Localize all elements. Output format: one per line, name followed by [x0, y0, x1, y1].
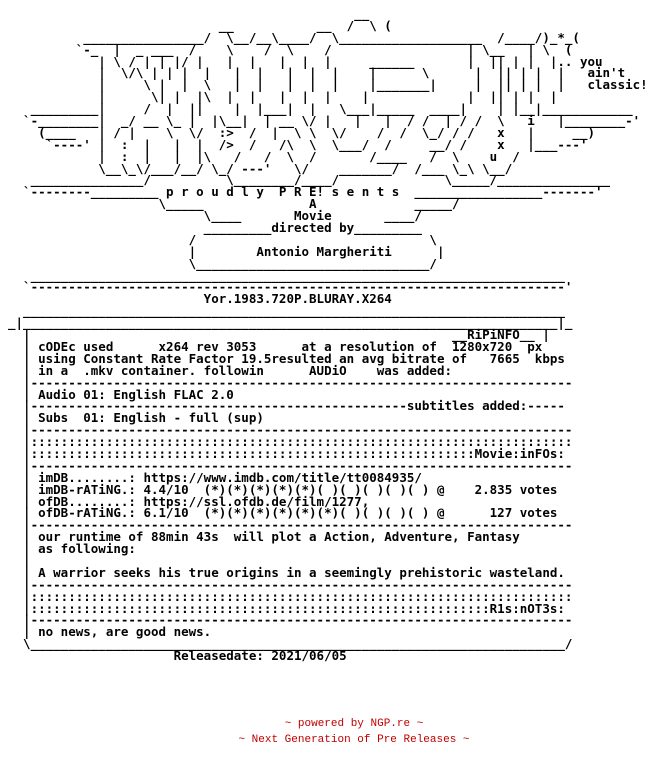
nfo-line: \_____ A _____/ — [8, 196, 460, 212]
nfo-line: |:::::::::::::::::::::::::::::::::::::::… — [8, 600, 565, 616]
nfo-line: |---------------------------------------… — [8, 457, 573, 473]
nfo-line: | imDB-rATiNG.: 4.4/10 (*)(*)(*)(*)(*)( … — [8, 481, 558, 497]
nfo-line: | \| | |\ | | | | | | | || | | | — [8, 89, 558, 105]
nfo-line: `---------------------------------------… — [8, 279, 573, 295]
nfo-line: \__\_\/___/__/ \_/ ---' \/ _______/ /___… — [8, 160, 513, 176]
nfo-line: (____ | / | \ \/ :> / | \ \ \/ / / \_/ /… — [8, 124, 595, 140]
nfo-line: | \ | | \ | | | | | |_______| | || | | |… — [8, 77, 648, 93]
nfo-line: |---------------------------------------… — [8, 398, 565, 414]
nfo-line: |---------------------------------------… — [8, 517, 573, 533]
nfo-line: ________________________________________… — [8, 267, 565, 283]
nfo-line: Yor.1983.720P.BLURAY.X264 — [8, 291, 392, 307]
nfo-line: `----' | : | | | /> / /\ \ \___/ / __/ /… — [8, 136, 588, 152]
nfo-line: | Audio 01: English FLAC 2.0 — [8, 386, 234, 402]
nfo-line: ________________/ \__/__\____/ \________… — [8, 29, 580, 45]
nfo-line: | no news, are good news. — [8, 624, 212, 640]
nfo-line: | in a .mkv container. followin AUDiO wa… — [8, 362, 453, 378]
footer-credit: ~ powered by NGP.re ~ ~ Next Generation … — [0, 716, 648, 748]
nfo-line: ________________________________________… — [8, 303, 565, 319]
nfo-line: _|______________________________________… — [8, 315, 573, 331]
nfo-line: / \ — [8, 231, 437, 247]
nfo-text-block: __ __ __ / \ ( ________________/ \__/__\… — [8, 6, 648, 664]
nfo-line: \_______________________________________… — [8, 636, 573, 652]
nfo-line: | ofDB........: https://ssl.ofdb.de/film… — [8, 493, 370, 509]
nfo-line: | as following: — [8, 541, 136, 557]
nfo-line: _________directed by_________ — [8, 220, 422, 236]
nfo-line: | \/\ | | | | | | | | | | \ | || | | | a… — [8, 65, 626, 81]
nfo-line: _______________/ \________/____/ \_____/… — [8, 172, 611, 188]
nfo-line: | __RiPiNFO__ | — [8, 327, 550, 343]
nfo-line: `-_ | _ ___ / \ / \ / | \__ | \ ( — [8, 41, 573, 57]
nfo-line: |---------------------------------------… — [8, 576, 573, 592]
footer-powered-by: ~ powered by NGP.re ~ — [284, 718, 424, 730]
nfo-line: | our runtime of 88min 43s will plot a A… — [8, 529, 520, 545]
nfo-line: | imDB........: https://www.imdb.com/tit… — [8, 469, 422, 485]
footer-tagline: ~ Next Generation of Pre Releases ~ — [238, 734, 470, 746]
nfo-line: |:::::::::::::::::::::::::::::::::::::::… — [8, 588, 573, 604]
nfo-line: | Subs 01: English - full (sup) — [8, 410, 264, 426]
nfo-line: Releasedate: 2021/06/05 — [8, 648, 347, 664]
nfo-line: | Antonio Margheriti | — [8, 243, 445, 259]
nfo-line: `--------_________ p r o u d l y P R E! … — [8, 184, 603, 200]
nfo-line: |---------------------------------------… — [8, 612, 573, 628]
nfo-line: |:::::::::::::::::::::::::::::::::::::::… — [8, 434, 573, 450]
nfo-line: | using Constant Rate Factor 19.5resulte… — [8, 350, 565, 366]
nfo-line: | ofDB-rATiNG.: 6.1/10 (*)(*)(*)(*)(*)(*… — [8, 505, 558, 521]
nfo-line: | — [8, 552, 31, 568]
nfo-line: |:::::::::::::::::::::::::::::::::::::::… — [8, 445, 565, 461]
nfo-line: |---------------------------------------… — [8, 422, 573, 438]
nfo-line: __ __ / \ ( — [8, 17, 392, 33]
nfo-line: | cODEc used x264 rev 3053 at a resoluti… — [8, 338, 543, 354]
nfo-line: \____ Movie ____/ — [8, 208, 422, 224]
nfo-line: __ — [8, 6, 370, 21]
nfo-line: \_______________________________/ — [8, 255, 437, 271]
nfo-line: `-________| _/ __ \_ | |\__| | __ \/ | |… — [8, 113, 641, 129]
nfo-line: |---------------------------------------… — [8, 374, 573, 390]
nfo-line: _________| / | || | |___| | \___|_____ _… — [8, 101, 633, 117]
nfo-line: | : | | |\ / / \ / /____ / \ u / — [8, 148, 520, 164]
nfo-line: | A warrior seeks his true origins in a … — [8, 564, 565, 580]
nfo-line: | \ / | | |/ | | | | | | ______ | || | |… — [8, 53, 603, 69]
